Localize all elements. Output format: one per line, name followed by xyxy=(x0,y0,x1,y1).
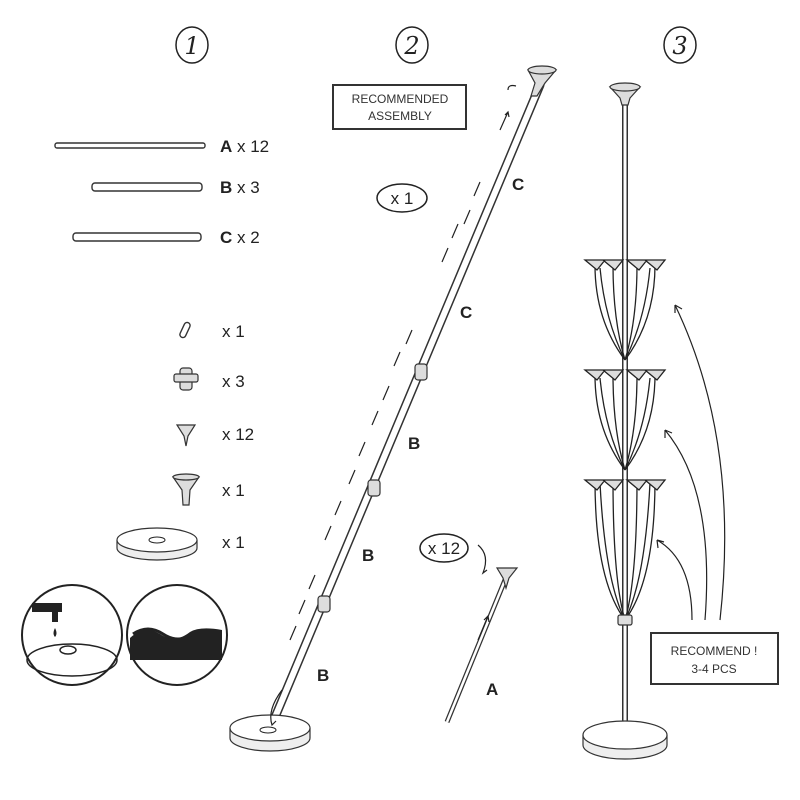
rod-a-part: A x 12 xyxy=(54,137,269,156)
step-1-marker: 1 xyxy=(175,26,209,64)
pole-label-c-top: C xyxy=(512,175,524,194)
label-text: RECOMMEND ! xyxy=(671,644,758,658)
pole-label-c: C xyxy=(460,303,472,322)
joint-pin-icon xyxy=(179,321,191,339)
label-text: B xyxy=(220,178,232,197)
step-2-marker: 2 xyxy=(395,26,429,64)
base-qty: x 1 xyxy=(222,533,245,552)
base-icon xyxy=(116,527,198,561)
completed-stand xyxy=(582,82,668,760)
label-text: x 12 xyxy=(237,137,269,156)
top-cup-icon xyxy=(171,473,201,506)
balloon-cup-qty: x 12 xyxy=(222,425,254,444)
label-text: x 3 xyxy=(237,178,260,197)
label-text: 3-4 PCS xyxy=(691,662,736,676)
count-x1-marker: x 1 xyxy=(376,183,428,213)
rod-b-part: B x 3 xyxy=(91,178,260,197)
label-text: A xyxy=(220,137,232,156)
pole-label-b-bottom: B xyxy=(317,666,329,685)
count-x12-marker: x 12 xyxy=(419,533,488,575)
label-text: RECOMMENDED xyxy=(352,92,449,106)
label-text: 2 xyxy=(403,32,419,60)
label-text: 3 xyxy=(672,32,687,60)
pole-label-b-mid: B xyxy=(362,546,374,565)
filled-base-detail-icon xyxy=(126,584,228,686)
cross-connector-icon xyxy=(173,367,199,391)
arm-rod-a xyxy=(444,567,519,723)
label-text: x 2 xyxy=(237,228,260,247)
label-text: C xyxy=(220,228,232,247)
label-text: x 1 xyxy=(391,189,414,208)
assembled-pole xyxy=(268,65,558,727)
label-text: x 12 xyxy=(428,539,460,558)
fill-water-detail-icon xyxy=(21,584,123,686)
direction-arrows xyxy=(270,84,517,727)
label-text: 1 xyxy=(184,32,199,60)
balloon-cup-icon xyxy=(175,424,197,447)
recommend-3-4-pcs-box: RECOMMEND ! 3-4 PCS xyxy=(650,632,779,685)
rod-c-part: C x 2 xyxy=(72,228,260,247)
arm-label-a: A xyxy=(486,680,498,699)
height-arrows xyxy=(656,304,726,621)
cross-connector-qty: x 3 xyxy=(222,372,245,391)
recommended-assembly-box: RECOMMENDED ASSEMBLY xyxy=(332,84,467,130)
step-3-marker: 3 xyxy=(663,26,697,64)
base-with-pole xyxy=(229,714,311,752)
label-text: ASSEMBLY xyxy=(368,109,432,123)
top-cup-qty: x 1 xyxy=(222,481,245,500)
joint-pin-qty: x 1 xyxy=(222,322,245,341)
pole-label-b-top: B xyxy=(408,434,420,453)
